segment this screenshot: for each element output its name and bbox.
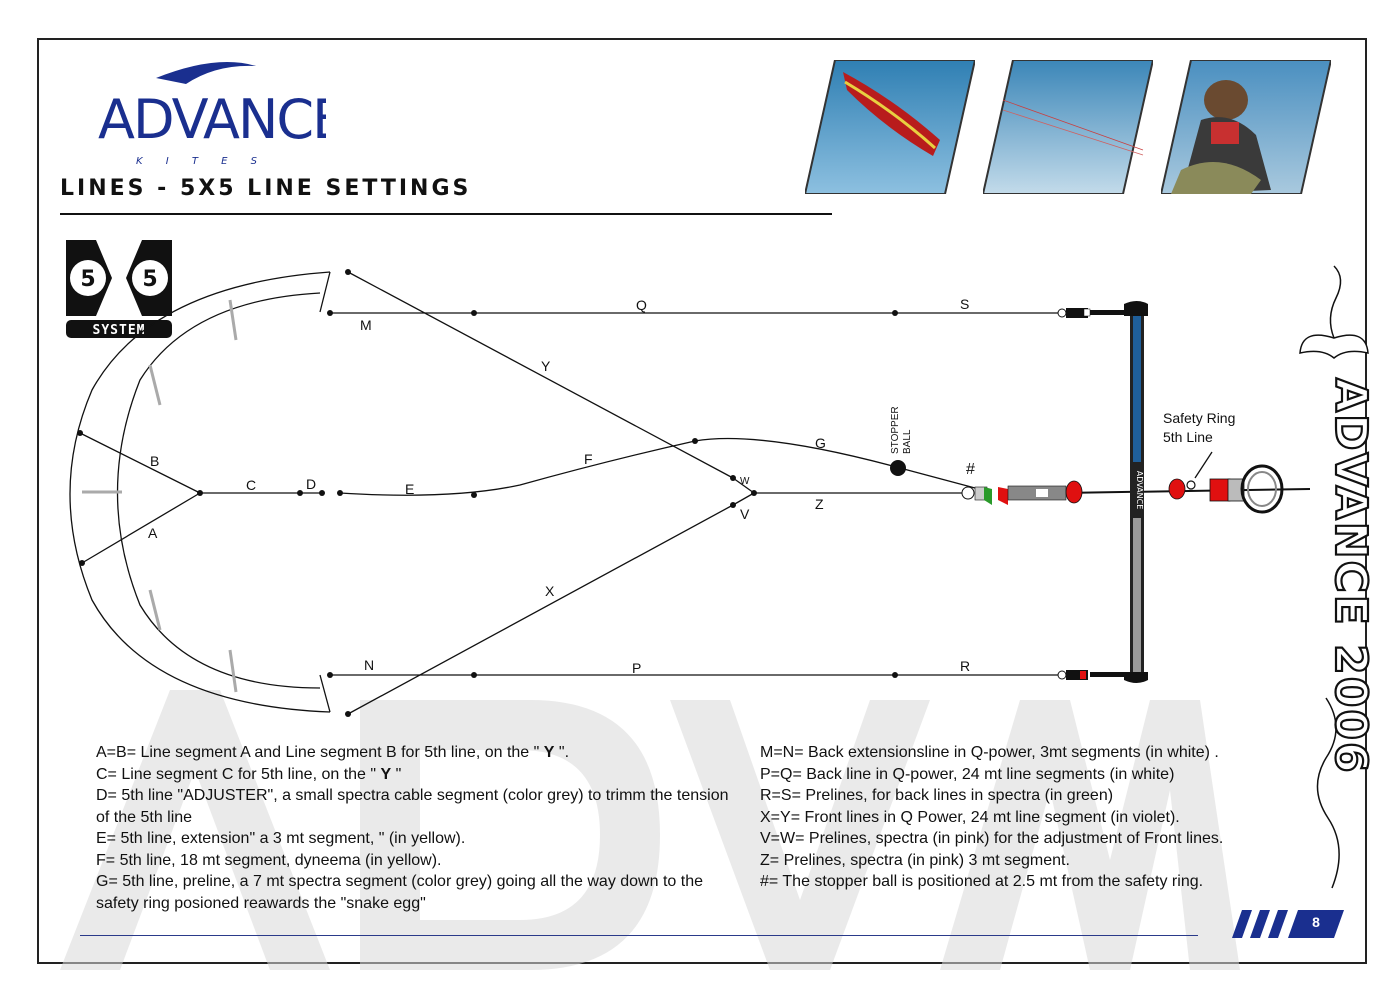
- label-y: Y: [541, 358, 551, 374]
- fifth-line: [339, 437, 976, 496]
- legend-item-hash: #= The stopper ball is positioned at 2.5…: [760, 873, 1204, 890]
- brand-logo: ADVANCE K I T E S: [98, 62, 326, 167]
- label-f: F: [584, 451, 593, 467]
- logo-text: ADVANCE: [98, 88, 326, 151]
- legend-item-d: D= 5th line "ADJUSTER", a small spectra …: [96, 787, 729, 826]
- stopper-label-2: BALL: [902, 429, 913, 454]
- watermark-logo: [60, 690, 1240, 970]
- stopper-label-1: STOPPER: [890, 406, 901, 454]
- legend-item-f: F= 5th line, 18 mt segment, dyneema (in …: [96, 851, 442, 869]
- stopper-ball: [890, 460, 906, 476]
- label-b: B: [150, 453, 159, 469]
- legend-right: M=N= Back extensionsline in Q-power, 3mt…: [760, 742, 1340, 893]
- control-bar: ADVANCE: [961, 301, 1284, 683]
- label-v: V: [740, 506, 750, 522]
- kite-outer-arc: [69, 271, 331, 713]
- safety-ring: [1186, 480, 1196, 490]
- label-q: Q: [636, 297, 647, 313]
- footer-divider: [80, 935, 1198, 936]
- legend-item-mn: M=N= Back extensionsline in Q-power, 3mt…: [760, 744, 1219, 761]
- svg-text:5: 5: [80, 267, 95, 292]
- label-p: P: [632, 660, 641, 676]
- page-frame: [37, 38, 1367, 964]
- page-number-badge: [1232, 910, 1344, 938]
- segment-knots: [77, 269, 906, 717]
- legend-left: A=B= Line segment A and Line segment B f…: [96, 742, 736, 914]
- front-line-y: [347, 271, 734, 479]
- page-number: 8: [1312, 914, 1320, 930]
- side-brand-text: ADVANCE 2006: [1325, 378, 1372, 775]
- legend-item-z: Z= Prelines, spectra (in pink) 3 mt segm…: [760, 851, 1070, 869]
- label-r: R: [960, 658, 970, 674]
- safety-ring-label-1: Safety Ring: [1163, 410, 1235, 426]
- photo-sky-lines: [983, 60, 1153, 194]
- label-hash: #: [966, 461, 975, 478]
- front-line-x: [347, 504, 734, 715]
- system-badge: 5 5 SYSTEM: [66, 240, 172, 338]
- label-g: G: [815, 435, 826, 451]
- label-x: X: [545, 583, 555, 599]
- logo-subtext: K I T E S: [136, 156, 267, 167]
- legend-item-xy: X=Y= Front lines in Q Power, 24 mt line …: [760, 808, 1180, 826]
- legend-item-g: G= 5th line, preline, a 7 mt spectra seg…: [96, 873, 703, 912]
- side-brand: ADVANCE 2006: [1299, 265, 1372, 889]
- safety-ring-label-2: 5th Line: [1163, 429, 1213, 445]
- label-e: E: [405, 481, 414, 497]
- legend-item-e: E= 5th line, extension" a 3 mt segment, …: [96, 830, 466, 847]
- label-w: W: [740, 476, 750, 487]
- label-d: D: [306, 476, 316, 492]
- legend-item-ab: A=B= Line segment A and Line segment B f…: [96, 744, 570, 761]
- label-n: N: [364, 657, 374, 673]
- label-c: C: [246, 477, 256, 493]
- svg-text:5: 5: [142, 267, 157, 292]
- label-a: A: [148, 525, 158, 541]
- legend-item-pq: P=Q= Back line in Q-power, 24 mt line se…: [760, 765, 1175, 783]
- kite-inner-arc: [116, 292, 321, 689]
- photo-kite: [805, 60, 975, 194]
- legend-item-vw: V=W= Prelines, spectra (in pink) for the…: [760, 830, 1224, 847]
- system-badge-label: SYSTEM: [93, 323, 146, 338]
- legend-item-rs: R=S= Prelines, for back lines in spectra…: [760, 787, 1114, 804]
- bar-label: ADVANCE: [1135, 471, 1144, 510]
- page-title: LINES - 5X5 LINE SETTINGS: [60, 176, 472, 201]
- label-s: S: [960, 296, 969, 312]
- title-divider: [60, 213, 832, 215]
- photo-rider: [1161, 60, 1331, 194]
- legend-item-c: C= Line segment C for 5th line, on the "…: [96, 765, 402, 783]
- label-m: M: [360, 317, 372, 333]
- label-z: Z: [815, 496, 824, 512]
